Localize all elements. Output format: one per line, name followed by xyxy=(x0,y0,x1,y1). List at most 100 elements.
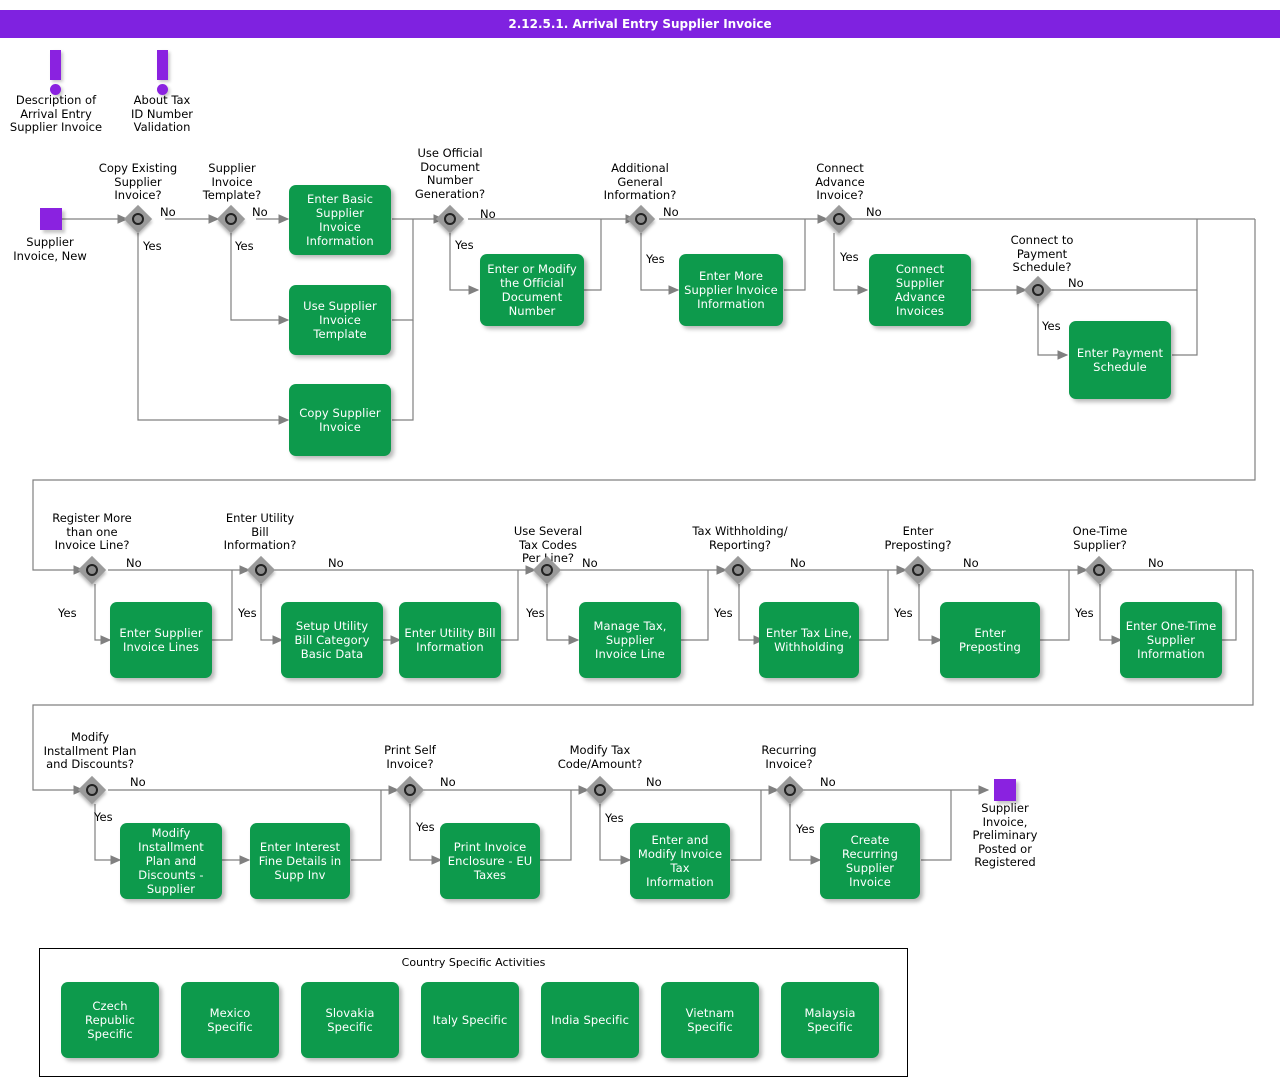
branch-yes-label: Yes xyxy=(1042,319,1061,333)
decision-modify-tax-code-amount[interactable] xyxy=(585,775,615,805)
activity-malaysia-specific[interactable]: Malaysia Specific xyxy=(781,982,879,1058)
decision-label-recurring-invoice: Recurring Invoice? xyxy=(761,743,817,771)
branch-yes-label: Yes xyxy=(416,820,435,834)
decision-tax-withholding-reporting[interactable] xyxy=(723,555,753,585)
activity-label: Mexico Specific xyxy=(207,1006,253,1034)
branch-no-label: No xyxy=(1068,276,1084,290)
decision-ring-icon xyxy=(255,564,267,576)
decision-ring-icon xyxy=(132,213,144,225)
activity-label: Enter One-Time Supplier Information xyxy=(1125,619,1217,661)
branch-no-label: No xyxy=(820,775,836,789)
decision-print-self-invoice[interactable] xyxy=(395,775,425,805)
start-terminator-label: Supplier Invoice, New xyxy=(13,235,87,263)
activity-label: Enter Payment Schedule xyxy=(1076,346,1164,374)
branch-yes-label: Yes xyxy=(143,239,162,253)
activity-enter-and-modify-invoice-tax-information[interactable]: Enter and Modify Invoice Tax Information xyxy=(630,823,730,899)
decision-one-time-supplier[interactable] xyxy=(1084,555,1114,585)
branch-yes-label: Yes xyxy=(455,238,474,252)
branch-yes-label: Yes xyxy=(238,606,257,620)
decision-recurring-invoice[interactable] xyxy=(775,775,805,805)
activity-enter-payment-schedule[interactable]: Enter Payment Schedule xyxy=(1069,321,1171,399)
decision-register-more-than-one-invoice-line[interactable] xyxy=(77,555,107,585)
decision-connect-advance-invoice[interactable] xyxy=(824,204,854,234)
activity-enter-more-supplier-invoice-information[interactable]: Enter More Supplier Invoice Information xyxy=(679,254,783,326)
exclamation-icon xyxy=(152,50,174,96)
decision-ring-icon xyxy=(1093,564,1105,576)
decision-use-official-document-number-generation[interactable] xyxy=(435,204,465,234)
activity-vietnam-specific[interactable]: Vietnam Specific xyxy=(661,982,759,1058)
decision-ring-icon xyxy=(444,213,456,225)
decision-ring-icon xyxy=(86,564,98,576)
branch-yes-label: Yes xyxy=(714,606,733,620)
exclamation-icon xyxy=(45,50,67,96)
decision-enter-preposting[interactable] xyxy=(903,555,933,585)
activity-setup-utility-bill-category-basic-data[interactable]: Setup Utility Bill Category Basic Data xyxy=(281,602,383,678)
branch-no-label: No xyxy=(963,556,979,570)
activity-copy-supplier-invoice[interactable]: Copy Supplier Invoice xyxy=(289,384,391,456)
activity-italy-specific[interactable]: Italy Specific xyxy=(421,982,519,1058)
activity-india-specific[interactable]: India Specific xyxy=(541,982,639,1058)
activity-connect-supplier-advance-invoices[interactable]: Connect Supplier Advance Invoices xyxy=(869,254,971,326)
activity-slovakia-specific[interactable]: Slovakia Specific xyxy=(301,982,399,1058)
decision-label-modify-installment-plan-and-discounts: Modify Installment Plan and Discounts? xyxy=(43,730,137,771)
branch-yes-label: Yes xyxy=(840,250,859,264)
decision-label-modify-tax-code-amount: Modify Tax Code/Amount? xyxy=(557,743,643,771)
activity-enter-tax-line-withholding[interactable]: Enter Tax Line, Withholding xyxy=(759,602,859,678)
activity-label: Enter and Modify Invoice Tax Information xyxy=(637,833,723,889)
decision-enter-utility-bill-information[interactable] xyxy=(246,555,276,585)
activity-czech-republic-specific[interactable]: Czech Republic Specific xyxy=(61,982,159,1058)
activity-label: Use Supplier Invoice Template xyxy=(303,299,377,341)
activity-enter-interest-fine-details-in-supp-inv[interactable]: Enter Interest Fine Details in Supp Inv xyxy=(250,823,350,899)
decision-label-connect-to-payment-schedule: Connect to Payment Schedule? xyxy=(1010,233,1074,274)
decision-ring-icon xyxy=(833,213,845,225)
country-group-title: Country Specific Activities xyxy=(401,956,546,969)
activity-mexico-specific[interactable]: Mexico Specific xyxy=(181,982,279,1058)
activity-label: Enter Tax Line, Withholding xyxy=(765,626,853,654)
branch-yes-label: Yes xyxy=(526,606,545,620)
activity-label: Enter Basic Supplier Invoice Information xyxy=(306,192,374,248)
activity-label: Enter Interest Fine Details in Supp Inv xyxy=(258,840,342,882)
decision-use-several-tax-codes-per-line[interactable] xyxy=(532,555,562,585)
end-terminator[interactable] xyxy=(994,779,1016,801)
decision-ring-icon xyxy=(225,213,237,225)
activity-label: Create Recurring Supplier Invoice xyxy=(841,833,899,889)
activity-print-invoice-enclosure-eu-taxes[interactable]: Print Invoice Enclosure - EU Taxes xyxy=(440,823,540,899)
decision-label-one-time-supplier: One-Time Supplier? xyxy=(1072,524,1128,552)
decision-additional-general-information[interactable] xyxy=(626,204,656,234)
activity-enter-preposting[interactable]: Enter Preposting xyxy=(940,602,1040,678)
activity-enter-supplier-invoice-lines[interactable]: Enter Supplier Invoice Lines xyxy=(110,602,212,678)
decision-label-connect-advance-invoice: Connect Advance Invoice? xyxy=(815,161,865,202)
activity-enter-or-modify-the-official-document-number[interactable]: Enter or Modify the Official Document Nu… xyxy=(480,254,584,326)
activity-enter-utility-bill-information[interactable]: Enter Utility Bill Information xyxy=(399,602,501,678)
activity-enter-basic-supplier-invoice-information[interactable]: Enter Basic Supplier Invoice Information xyxy=(289,185,391,255)
branch-no-label: No xyxy=(866,205,882,219)
exclamation-bar-icon xyxy=(157,50,168,80)
decision-ring-icon xyxy=(594,784,606,796)
activity-label: Modify Installment Plan and Discounts - … xyxy=(138,826,204,896)
start-terminator[interactable] xyxy=(40,208,62,230)
activity-use-supplier-invoice-template[interactable]: Use Supplier Invoice Template xyxy=(289,285,391,355)
branch-no-label: No xyxy=(582,556,598,570)
decision-copy-existing-supplier-invoice[interactable] xyxy=(123,204,153,234)
activity-enter-one-time-supplier-information[interactable]: Enter One-Time Supplier Information xyxy=(1120,602,1222,678)
decision-ring-icon xyxy=(912,564,924,576)
decision-ring-icon xyxy=(404,784,416,796)
activity-manage-tax-supplier-invoice-line[interactable]: Manage Tax, Supplier Invoice Line xyxy=(579,602,681,678)
branch-no-label: No xyxy=(160,205,176,219)
activity-label: Czech Republic Specific xyxy=(85,999,135,1041)
branch-no-label: No xyxy=(440,775,456,789)
activity-label: Enter or Modify the Official Document Nu… xyxy=(487,262,577,318)
branch-yes-label: Yes xyxy=(894,606,913,620)
decision-label-tax-withholding-reporting: Tax Withholding/ Reporting? xyxy=(692,524,788,552)
decision-ring-icon xyxy=(86,784,98,796)
decision-connect-to-payment-schedule[interactable] xyxy=(1023,275,1053,305)
branch-yes-label: Yes xyxy=(1075,606,1094,620)
activity-create-recurring-supplier-invoice[interactable]: Create Recurring Supplier Invoice xyxy=(820,823,920,899)
page-title: 2.12.5.1. Arrival Entry Supplier Invoice xyxy=(508,17,772,31)
info-marker-label-1: About Tax ID Number Validation xyxy=(130,93,194,134)
activity-modify-installment-plan-and-discounts-supplier[interactable]: Modify Installment Plan and Discounts - … xyxy=(120,823,222,899)
decision-modify-installment-plan-and-discounts[interactable] xyxy=(77,775,107,805)
decision-supplier-invoice-template[interactable] xyxy=(216,204,246,234)
activity-label: India Specific xyxy=(550,1013,630,1027)
activity-label: Print Invoice Enclosure - EU Taxes xyxy=(447,840,533,882)
